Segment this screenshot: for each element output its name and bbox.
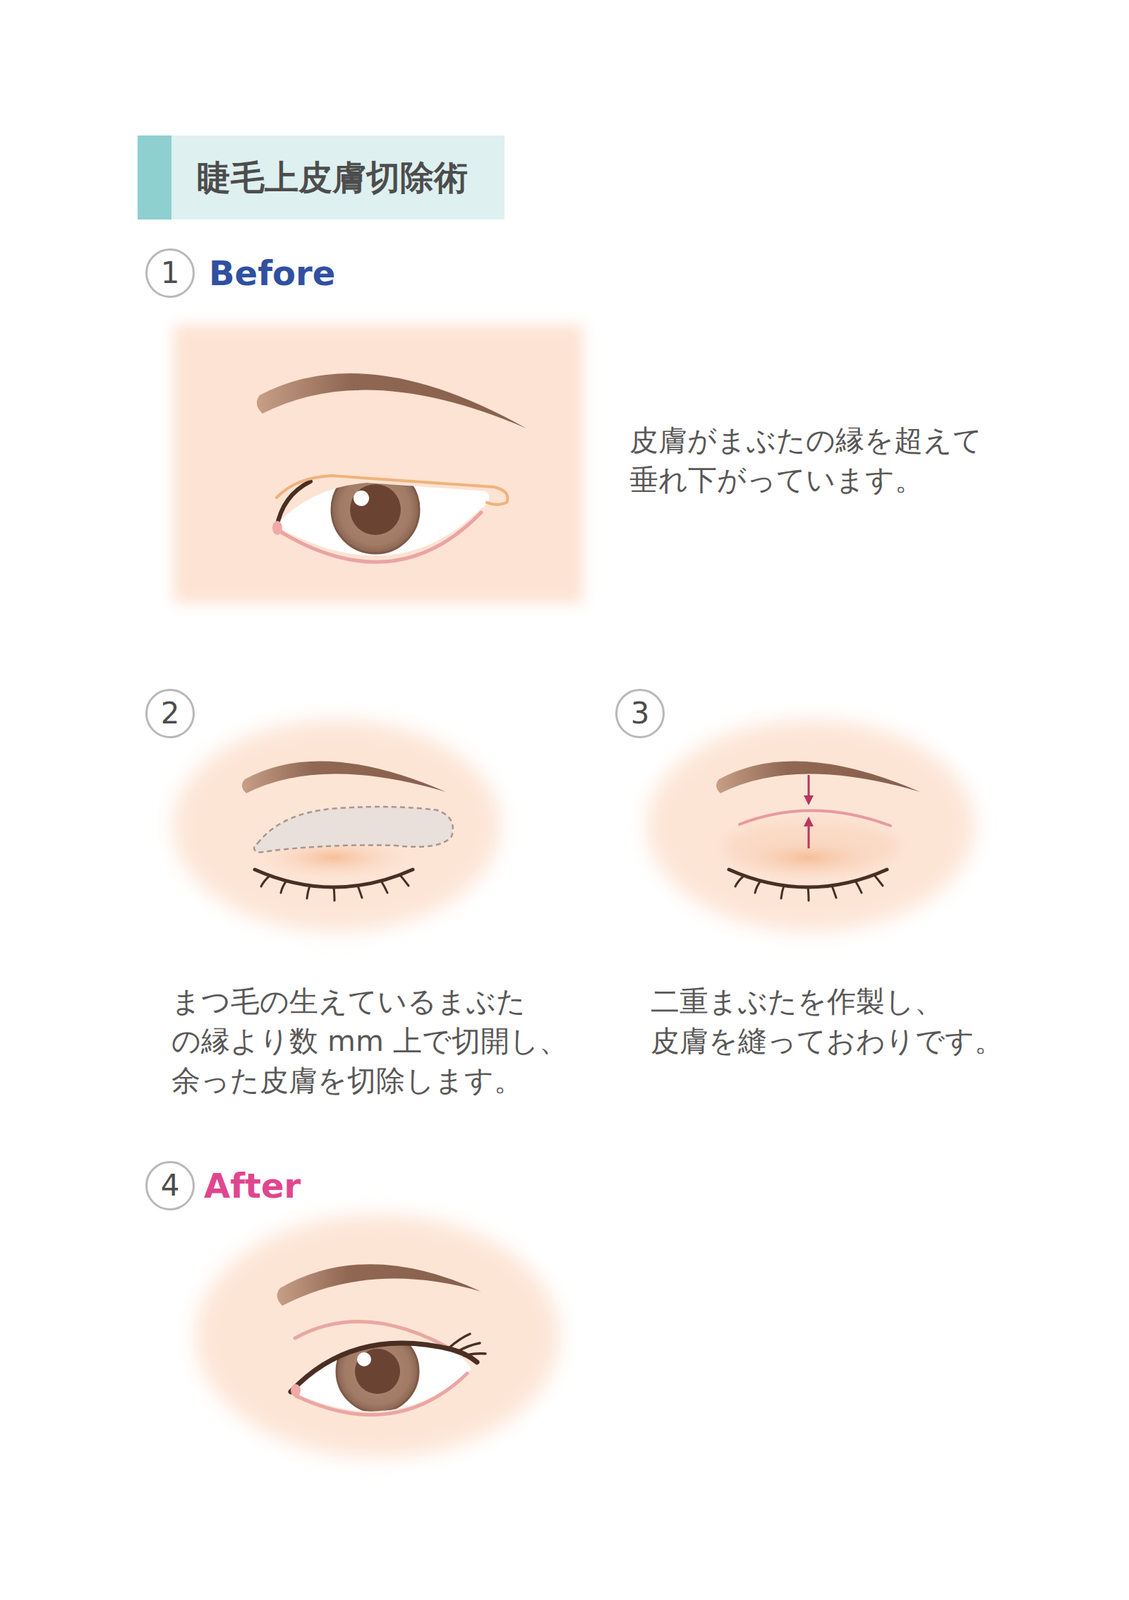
highlight [357, 1351, 372, 1367]
eyebrow [242, 760, 446, 794]
step-heading: After [203, 1167, 301, 1205]
skin-background [172, 719, 501, 932]
caruncle [272, 520, 283, 535]
arrow-down [807, 774, 811, 796]
pupil [349, 484, 401, 535]
eyelashes [448, 1333, 486, 1356]
step-number: 1 [160, 258, 180, 288]
step-number-circle: 1 [145, 248, 195, 298]
caruncle [290, 1383, 301, 1397]
skin-background [647, 719, 975, 932]
step-number: 4 [160, 1170, 180, 1201]
skin-background [173, 324, 583, 604]
step-number: 3 [630, 698, 650, 729]
lower-lid [278, 512, 482, 562]
highlight [353, 490, 370, 506]
step-description: 二重まぶたを作製し、 皮膚を縫っておわりです。 [650, 981, 1074, 1061]
eyebrow [716, 760, 921, 794]
eyebrow [256, 373, 527, 429]
closed-eye [254, 869, 413, 901]
step-description: 皮膚がまぶたの縁を超えて 垂れ下がっています。 [629, 420, 1025, 500]
excision-area [254, 806, 454, 853]
skin-background [195, 1214, 560, 1458]
step-number: 2 [160, 698, 180, 729]
suture-line [739, 810, 891, 826]
lower-lid [296, 1373, 468, 1415]
title-text: 睫毛上皮膚切除術 [196, 155, 468, 201]
step-number-circle: 2 [145, 688, 195, 739]
pupil [354, 1348, 401, 1394]
step-number-circle: 4 [145, 1160, 195, 1211]
hanging-skin [276, 475, 509, 505]
step-number-circle: 3 [615, 688, 665, 739]
step-heading: Before [208, 254, 336, 293]
arrow-head [803, 795, 814, 806]
lash-line [290, 1342, 478, 1392]
arrow-head [803, 816, 814, 827]
title-banner: 睫毛上皮膚切除術 [137, 135, 505, 220]
arrow-up [807, 825, 811, 849]
eyebrow [277, 1263, 482, 1306]
step-description: まつ毛の生えているまぶた の縁より数 mm 上で切開し、 余った皮膚を切除します… [171, 981, 595, 1101]
closed-eye [728, 869, 887, 901]
lash-line [276, 481, 311, 528]
